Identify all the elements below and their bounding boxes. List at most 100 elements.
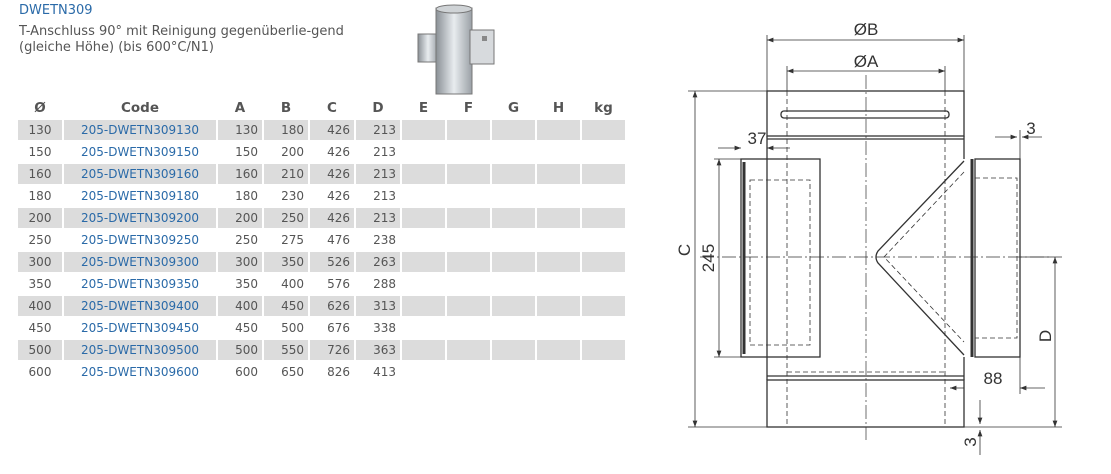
c-cell: 426 (327, 145, 350, 159)
code-link[interactable]: 205-DWETN309300 (64, 252, 216, 272)
code-link[interactable]: 205-DWETN309450 (80, 321, 200, 335)
c-cell: 726 (310, 340, 354, 360)
b-cell: 210 (264, 164, 308, 184)
label-245: 245 (699, 244, 718, 272)
label-diameter-a: ØA (854, 52, 879, 71)
d-cell: 213 (356, 120, 400, 140)
code-link[interactable]: 205-DWETN309500 (64, 340, 216, 360)
empty-cell (582, 318, 625, 338)
b-cell: 500 (281, 321, 304, 335)
dimension-lines (688, 35, 1062, 455)
empty-cell (402, 230, 445, 250)
a-cell: 160 (218, 164, 262, 184)
empty-cell (402, 252, 445, 272)
empty-cell (537, 230, 580, 250)
empty-cell (582, 252, 625, 272)
diameter-cell: 250 (28, 233, 52, 247)
empty-cell (492, 252, 535, 272)
code-link[interactable]: 205-DWETN309180 (80, 189, 200, 203)
code-link[interactable]: 205-DWETN309160 (64, 164, 216, 184)
empty-cell (492, 120, 535, 140)
d-cell: 338 (373, 321, 396, 335)
b-cell: 250 (264, 208, 308, 228)
empty-cell (447, 274, 490, 294)
d-cell: 213 (373, 145, 396, 159)
center-lines (700, 75, 1050, 440)
code-link[interactable]: 205-DWETN309250 (80, 233, 200, 247)
a-cell: 500 (218, 340, 262, 360)
empty-cell (582, 362, 625, 382)
branch-outlet (875, 158, 1021, 358)
c-cell: 676 (327, 321, 350, 335)
label-88: 88 (984, 369, 1003, 388)
c-cell: 626 (310, 296, 354, 316)
b-cell: 200 (281, 145, 304, 159)
empty-cell (537, 274, 580, 294)
empty-cell (402, 318, 445, 338)
code-link[interactable]: 205-DWETN309400 (64, 296, 216, 316)
column-header: H (552, 100, 565, 116)
column-header: B (280, 100, 292, 116)
empty-cell (492, 362, 535, 382)
c-cell: 526 (310, 252, 354, 272)
empty-cell (402, 120, 445, 140)
d-cell: 263 (356, 252, 400, 272)
empty-cell (537, 142, 580, 162)
empty-cell (492, 142, 535, 162)
b-cell: 400 (281, 277, 304, 291)
a-cell: 180 (235, 189, 258, 203)
code-link[interactable]: 205-DWETN309130 (64, 120, 216, 140)
diameter-cell: 500 (18, 340, 62, 360)
diameter-cell: 130 (18, 120, 62, 140)
empty-cell (402, 362, 445, 382)
empty-cell (447, 164, 490, 184)
b-cell: 350 (264, 252, 308, 272)
empty-cell (582, 208, 625, 228)
code-link[interactable]: 205-DWETN309200 (64, 208, 216, 228)
a-cell: 450 (235, 321, 258, 335)
column-header: Code (120, 100, 159, 116)
empty-cell (537, 208, 580, 228)
empty-cell (447, 296, 490, 316)
d-cell: 213 (356, 208, 400, 228)
empty-cell (537, 120, 580, 140)
product-photo (417, 4, 495, 95)
tee-body (766, 90, 965, 428)
a-cell: 400 (218, 296, 262, 316)
a-cell: 600 (235, 365, 258, 379)
empty-cell (582, 274, 625, 294)
diameter-cell: 400 (18, 296, 62, 316)
b-cell: 650 (281, 365, 304, 379)
column-header: G (507, 100, 520, 116)
a-cell: 200 (218, 208, 262, 228)
empty-cell (492, 164, 535, 184)
c-cell: 826 (327, 365, 350, 379)
label-37: 37 (748, 129, 767, 148)
empty-cell (402, 296, 445, 316)
empty-cell (492, 340, 535, 360)
code-link[interactable]: 205-DWETN309350 (80, 277, 200, 291)
empty-cell (447, 230, 490, 250)
diameter-cell: 600 (28, 365, 52, 379)
code-link[interactable]: 205-DWETN309600 (80, 365, 200, 379)
product-description: T-Anschluss 90° mit Reinigung gegenüberl… (19, 24, 344, 55)
code-link[interactable]: 205-DWETN309150 (80, 145, 200, 159)
empty-cell (447, 362, 490, 382)
c-cell: 426 (310, 120, 354, 140)
column-header: D (372, 100, 384, 116)
b-cell: 275 (281, 233, 304, 247)
diameter-cell: 180 (28, 189, 52, 203)
label-d: D (1036, 330, 1055, 342)
empty-cell (402, 340, 445, 360)
c-cell: 426 (310, 208, 354, 228)
d-cell: 213 (373, 189, 396, 203)
diameter-cell: 300 (18, 252, 62, 272)
empty-cell (402, 274, 445, 294)
empty-cell (447, 208, 490, 228)
